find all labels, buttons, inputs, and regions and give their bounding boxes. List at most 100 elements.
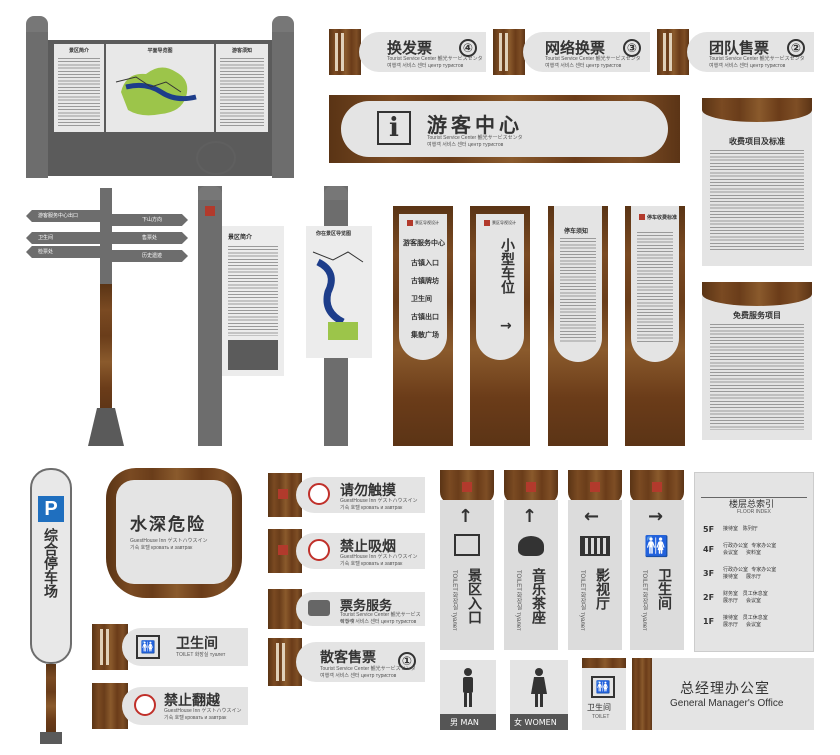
floor-5-room-1: 接待室 <box>723 526 739 532</box>
floor-1-room-2: 员工休息室 <box>742 615 768 621</box>
floor-4-room-3: 会议室 <box>723 550 739 556</box>
toilet-small-icon: 🚻 <box>591 676 615 698</box>
ticket-sign-4-sub1: Tourist Service Center 観光サービスセンタ <box>387 56 483 62</box>
no-climb-sub1: GuestHouse Inn ゲストハウスイン <box>164 708 242 714</box>
woman-icon <box>531 668 547 707</box>
vertical-post-1: 景区导视设计 游客服务中心 古镇入口 古镇牌坊 卫生间 古镇出口 集散广场 <box>393 206 453 446</box>
restroom-man-sign: 男 MAN <box>440 660 496 730</box>
ticket-sign-3: 网络换票 ③ Tourist Service Center 観光サービスセンタ … <box>493 29 650 75</box>
no-touch-title: 请勿触摸 <box>340 483 396 499</box>
gm-office-sub: General Manager's Office <box>670 698 784 709</box>
ticket-sign-4-sub2: 여행객 서비스 센터 центр туристов <box>387 63 464 69</box>
restroom-man-label: 男 MAN <box>450 718 479 727</box>
hanging-sign-entrance-title: 景区入口 <box>466 568 482 624</box>
gm-office-title: 总经理办公室 <box>680 681 770 697</box>
entrance-icon <box>454 534 480 556</box>
ticket-service-sub1: Tourist Service Center 観光サービスセンタ <box>340 612 421 625</box>
direction-arm-6: 历史遗迹 <box>142 253 163 259</box>
no-touch-sub2: 기숙 호텔 кровать и завтрак <box>340 505 403 511</box>
toilet-sign-sub: TOILET 화장실 туалет <box>176 652 226 658</box>
direction-arm-4: 下山方向 <box>142 217 163 223</box>
ticket-sign-2-number: ② <box>787 39 805 57</box>
ticket-sign-1: 散客售票 ① Tourist Service Center 観光サービスセンタ … <box>268 638 425 686</box>
map-board-left-title: 景区简介 <box>68 48 89 54</box>
hanging-sign-cinema-sub: TOILET 화장실 туалет <box>579 570 585 631</box>
toilet-small-title: 卫生间 <box>587 703 611 712</box>
visitor-center-sub1: Tourist Service Center 観光サービスセンタ <box>427 135 523 141</box>
man-icon <box>463 668 473 707</box>
ticket-sign-4: 换发票 ④ Tourist Service Center 観光サービスセンタ 여… <box>329 29 486 75</box>
ticket-sign-4-number: ④ <box>459 39 477 57</box>
no-touch-sub1: GuestHouse Inn ゲストハウスイン <box>340 498 418 504</box>
vertical-post-4: 停车收费标准 <box>625 206 685 446</box>
toilet-small-sign: 🚻 卫生间 TOILET <box>582 658 626 730</box>
ticket-sign-1-sub1: Tourist Service Center 観光サービスセンタ <box>320 666 416 672</box>
visitor-center-sub2: 여행객 서비스 센터 центр туристов <box>427 142 504 148</box>
ticket-sign-3-number: ③ <box>623 39 641 57</box>
map-board-center-title: 平面导览图 <box>147 48 173 54</box>
map-board: 景区简介 平面导览图 游客须知 <box>26 16 294 178</box>
floor-1-label: 1F <box>703 617 715 626</box>
direction-arm-1: 游客服务中心出口 <box>38 213 79 219</box>
vertical-post-1-title: 景区导视设计 <box>415 220 439 225</box>
floor-5-label: 5F <box>703 525 715 534</box>
ticket-sign-1-sub2: 여행객 서비스 센터 центр туристов <box>320 673 397 679</box>
vertical-post-1-item-3: 古镇牌坊 <box>411 277 439 285</box>
toilet-sign-title: 卫生间 <box>176 636 218 652</box>
direction-post: 游客服务中心出口 卫生间 检票处 下山方向 售票处 历史遗迹 <box>26 188 188 446</box>
no-smoking-sign: 禁止吸烟 GuestHouse Inn ゲストハウスイン 기숙 호텔 крова… <box>268 529 425 573</box>
toilet-icon: 🚻 <box>644 534 669 558</box>
vertical-post-2-big: 小型车位 <box>499 238 515 294</box>
map-post-title: 你在景区导览图 <box>316 231 352 237</box>
floor-3-room-3: 接待室 <box>723 574 739 580</box>
floor-index-board: 楼层总索引 FLOOR INDEX 5F 接待室 陈列厅 4F 行政办公室 专家… <box>694 472 814 652</box>
toilet-people-icon: 🚻 <box>136 635 160 659</box>
ticket-service-title: 票务服务 <box>340 599 393 614</box>
floor-2-room-4: 会议室 <box>745 598 761 604</box>
no-smoking-icon <box>308 539 330 561</box>
floor-2-room-3: 展示厅 <box>723 598 739 604</box>
no-smoking-title: 禁止吸烟 <box>340 539 396 555</box>
vertical-post-1-item-2: 古镇入口 <box>411 259 439 267</box>
fee-standard-sign: 收费项目及标准 <box>702 98 812 266</box>
ticket-service-sub2: 여행객 서비스 센터 центр туристов <box>340 619 417 625</box>
hanging-sign-toilet-title: 卫生间 <box>656 568 672 610</box>
floor-index-title: 楼层总索引 <box>729 500 775 510</box>
free-service-title: 免费服务项目 <box>733 311 781 320</box>
water-danger-title: 水深危险 <box>130 515 206 535</box>
no-climb-sub2: 기숙 호텔 кровать и завтрак <box>164 715 227 721</box>
info-icon: i <box>389 113 399 143</box>
hanging-sign-entrance-arrow: ↑ <box>458 506 474 527</box>
vertical-post-1-item-5: 古镇出口 <box>411 313 439 321</box>
vertical-post-2-title: 景区导视设计 <box>492 220 516 225</box>
hanging-sign-cinema-title: 影视厅 <box>594 568 610 610</box>
ticket-sign-3-sub1: Tourist Service Center 観光サービスセンタ <box>545 56 641 62</box>
ticket-service-sign: 票务服务 Tourist Service Center 観光サービスセンタ 여행… <box>268 589 425 629</box>
vertical-post-2-arrow: → <box>500 318 512 334</box>
cinema-icon <box>580 536 610 556</box>
water-danger-sub2: 기숙 호텔 кровать и завтрак <box>130 545 193 551</box>
floor-2-room-2: 员工休息室 <box>742 591 768 597</box>
floor-1-room-4: 会议室 <box>745 622 761 628</box>
map-board-right-title: 游客须知 <box>231 48 252 54</box>
ticket-sign-2-title: 团队售票 <box>709 39 770 57</box>
floor-3-label: 3F <box>703 569 715 578</box>
hanging-sign-cinema-arrow: ← <box>584 506 600 527</box>
floor-3-room-4: 展示厅 <box>745 574 761 580</box>
ticket-sign-4-title: 换发票 <box>387 39 433 57</box>
hanging-sign-toilet-arrow: → <box>648 506 664 527</box>
vertical-post-4-title: 停车收费标准 <box>647 215 678 221</box>
hanging-sign-toilet-sub: TOILET 화장실 туалет <box>641 570 647 631</box>
map-post: 你在景区导览图 <box>300 186 374 446</box>
free-service-sign: 免费服务项目 <box>702 282 812 440</box>
floor-4-room-4: 资料室 <box>745 550 761 556</box>
hanging-sign-music-title: 音乐茶座 <box>530 568 546 624</box>
teapot-icon <box>518 536 544 556</box>
floor-3-room-1: 行政办公室 <box>723 567 749 573</box>
floor-4-room-2: 专家办公室 <box>751 543 777 549</box>
parking-sign-post: P 综合停车场 <box>26 468 76 748</box>
ticket-sign-2-sub2: 여행객 서비스 센터 центр туристов <box>709 63 786 69</box>
ticket-sign-2-sub1: Tourist Service Center 観光サービスセンタ <box>709 56 805 62</box>
hanging-sign-toilet: → 🚻 卫生间 TOILET 화장실 туалет <box>630 470 684 650</box>
toilet-sign: 🚻 卫生间 TOILET 화장실 туалет <box>92 624 248 670</box>
